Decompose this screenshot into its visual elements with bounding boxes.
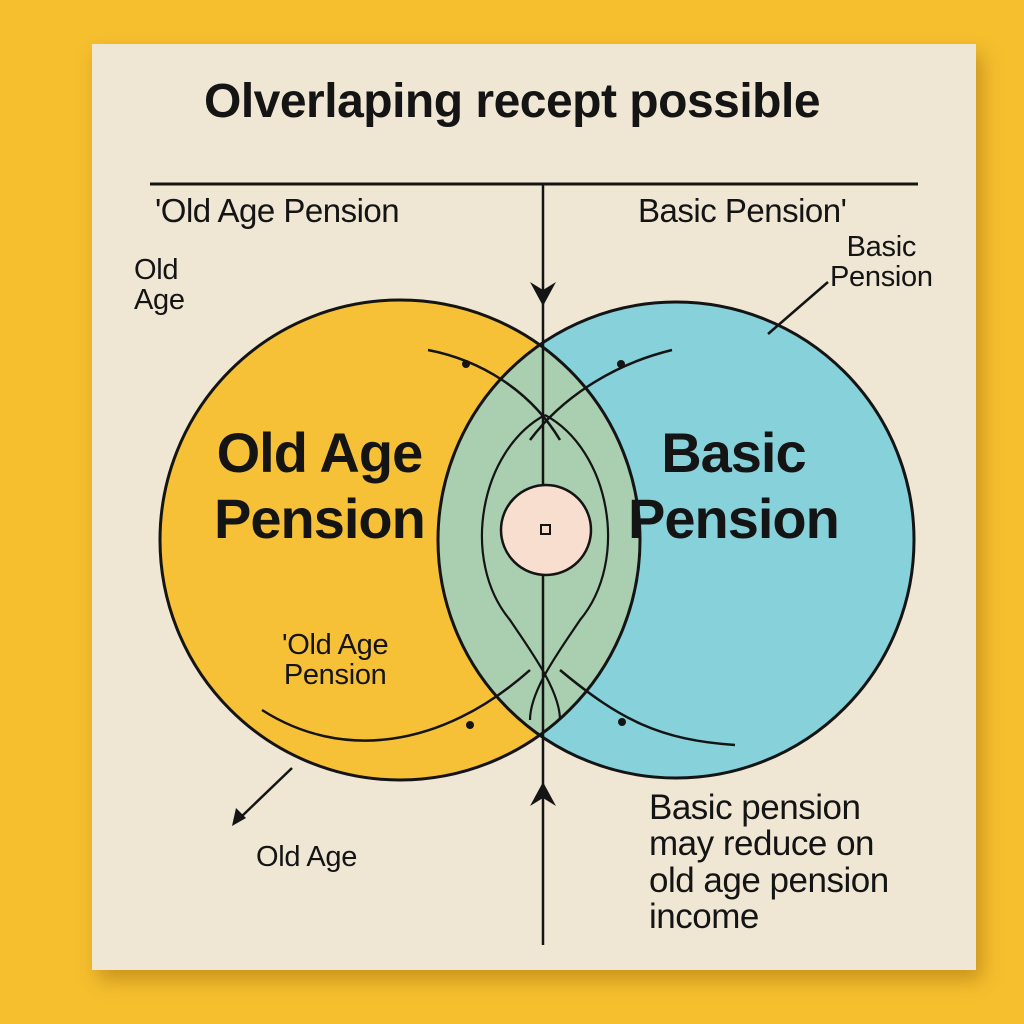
connector-dot [466,721,474,729]
pointer-line-old-age [239,767,293,819]
diagram-title: Olverlaping recept possible [203,75,821,128]
connector-dot [618,718,626,726]
overlap-region [438,302,640,778]
connector-loop-left [480,414,562,721]
connector-curve-lower-left [261,669,531,742]
right-circle-outline [436,300,916,780]
left-circle-outline [158,298,642,782]
label-bottom-left: Old Age [256,841,358,873]
up-arrow-head [530,782,556,806]
connector-curve-upper-left [427,348,562,441]
label-top-right: Basic Pension' [638,192,847,229]
connector-dot [462,360,470,368]
center-dot-mark [540,524,551,535]
down-arrow-head [530,282,556,306]
connector-curve-upper-right [529,348,673,441]
label-top-left: 'Old Age Pension [155,192,400,229]
pointer-arrow-head [232,808,246,826]
connector-dot [617,360,625,368]
connector-curve-lower-right [559,669,736,747]
pointer-line-basic-pension [767,281,829,335]
center-dot [499,483,593,577]
connector-loop-right [528,414,610,721]
